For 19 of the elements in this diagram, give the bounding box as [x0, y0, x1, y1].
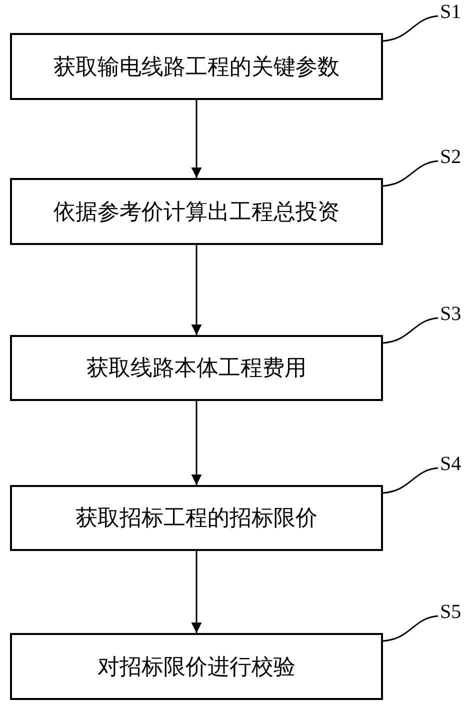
process-box: 依据参考价计算出工程总投资 — [10, 178, 383, 245]
leader-line — [382, 160, 438, 187]
process-box: 获取输电线路工程的关键参数 — [10, 33, 383, 100]
step-label: S4 — [440, 454, 462, 474]
step-label: S5 — [440, 602, 462, 622]
arrow — [191, 401, 202, 485]
step-label: S3 — [440, 304, 462, 324]
leader-line — [382, 615, 438, 642]
leader-line — [382, 467, 438, 494]
step-label: S1 — [440, 2, 462, 22]
process-box: 对招标限价进行校验 — [10, 633, 383, 700]
step-label: S2 — [440, 147, 462, 167]
leader-line — [382, 317, 438, 344]
leader-line — [382, 15, 438, 42]
process-box: 获取招标工程的招标限价 — [10, 485, 383, 551]
arrow — [191, 100, 202, 178]
process-box: 获取线路本体工程费用 — [10, 335, 383, 401]
arrow — [191, 551, 202, 633]
arrow — [191, 245, 202, 335]
